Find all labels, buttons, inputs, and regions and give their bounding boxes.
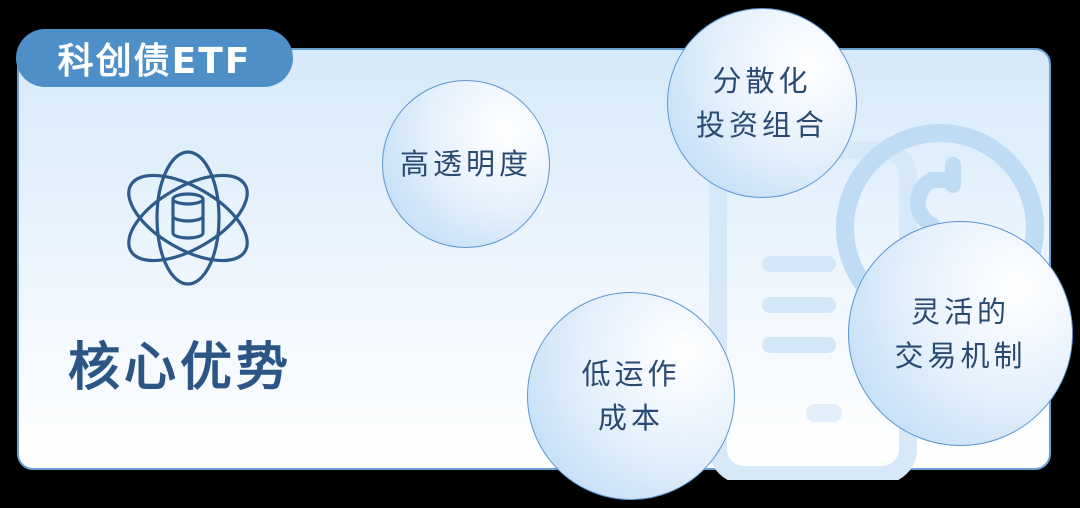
advantage-bubble-transparency: 高透明度 <box>382 80 550 248</box>
atom-database-icon <box>127 150 249 286</box>
advantage-line: 分散化 <box>712 64 812 98</box>
advantage-line: 交易机制 <box>894 338 1027 373</box>
advantage-line: 灵活的 <box>910 294 1010 329</box>
advantage-line: 成本 <box>597 401 664 435</box>
advantage-bubble-flexible-trading: 灵活的 交易机制 <box>848 221 1073 446</box>
advantage-bubble-diversified: 分散化 投资组合 <box>667 8 857 198</box>
advantage-line: 投资组合 <box>695 108 828 142</box>
advantage-line: 高透明度 <box>399 147 532 181</box>
product-badge: 科创债ETF <box>16 29 293 87</box>
section-title: 核心优势 <box>68 338 293 398</box>
advantage-line: 低运作 <box>581 357 681 391</box>
advantage-bubble-low-cost: 低运作 成本 <box>527 292 735 500</box>
